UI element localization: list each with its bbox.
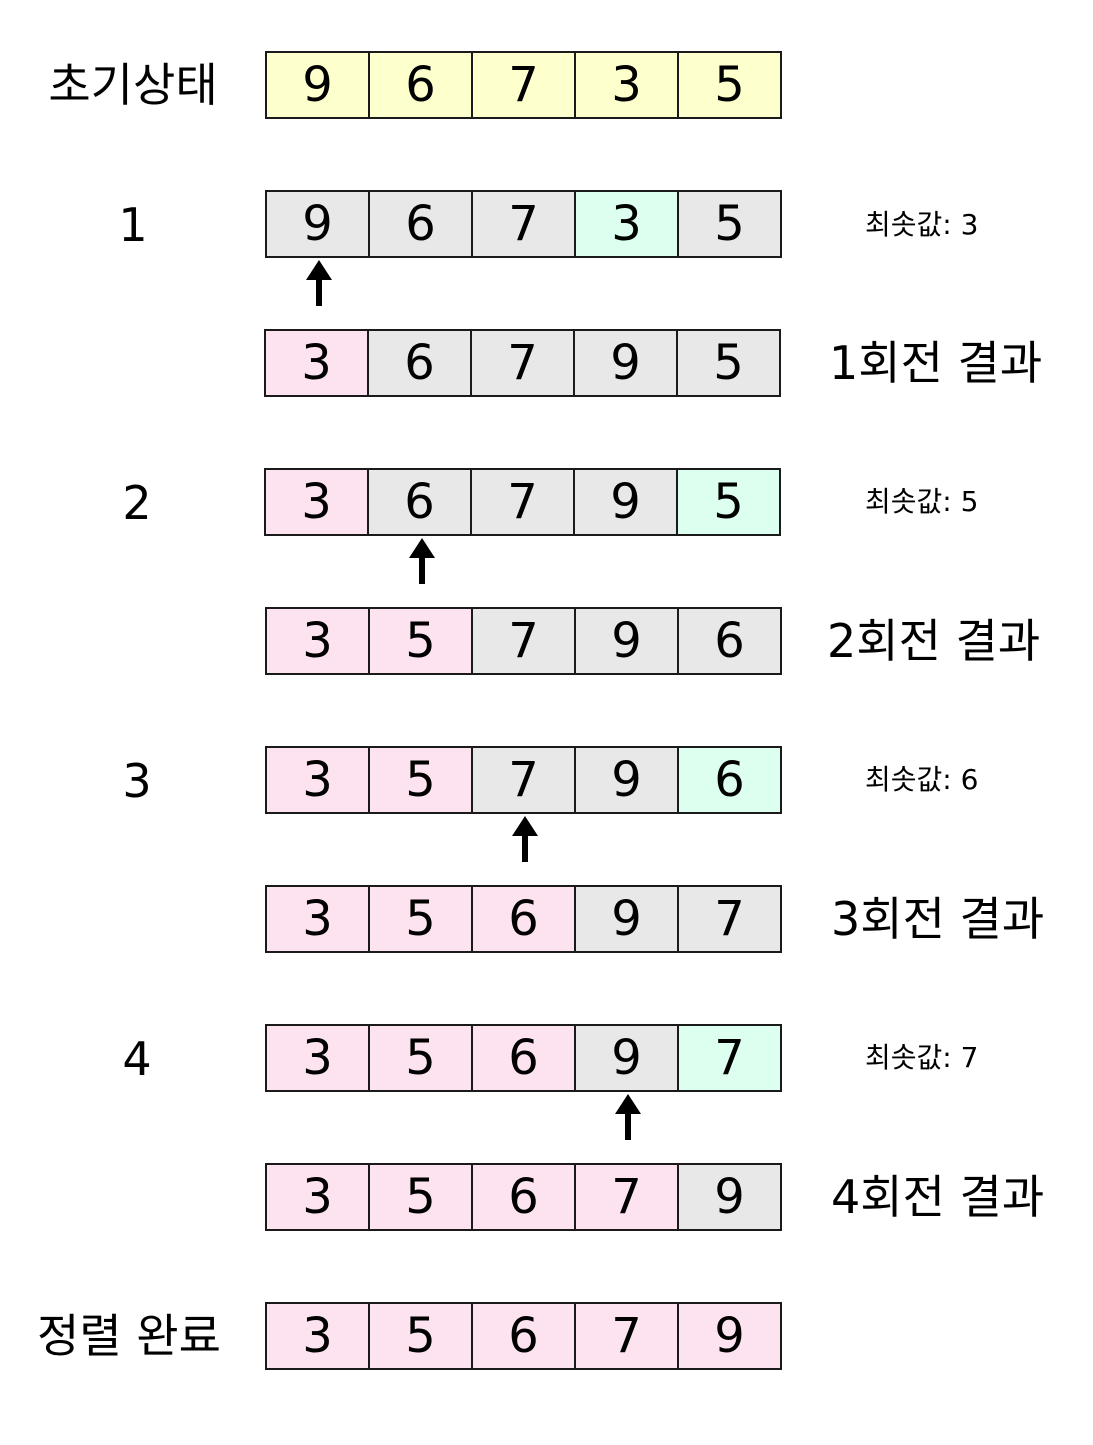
scan-cell: 9	[573, 468, 678, 536]
scan-cell: 5	[676, 468, 781, 536]
pass-number-label: 4	[122, 1032, 152, 1086]
scan-cell: 6	[677, 746, 782, 814]
final-cell: 6	[471, 1302, 576, 1370]
scan-cell: 9	[265, 190, 370, 258]
pass-result-label: 2회전 결과	[827, 614, 1041, 668]
result-cell: 7	[470, 329, 575, 397]
arrow-up-icon	[408, 538, 435, 584]
initial-state-label: 초기상태	[48, 58, 218, 112]
scan-cell: 6	[471, 1024, 576, 1092]
scan-cell: 7	[471, 746, 576, 814]
scan-cell: 7	[470, 468, 575, 536]
pass-scan-array: 3 6 7 9 5	[264, 468, 781, 536]
final-cell: 5	[368, 1302, 473, 1370]
final-cell: 3	[265, 1302, 370, 1370]
arrow-up-icon	[511, 816, 538, 862]
scan-cell: 9	[574, 1024, 679, 1092]
result-cell: 9	[677, 1163, 782, 1231]
initial-cell: 3	[574, 51, 679, 119]
scan-cell: 9	[574, 746, 679, 814]
minimum-value-label: 최솟값: 6	[865, 763, 979, 796]
pass-number-label: 1	[118, 198, 148, 252]
final-cell: 9	[677, 1302, 782, 1370]
pass-result-array: 3 5 6 9 7	[265, 885, 782, 953]
pass-number-label: 3	[122, 754, 152, 808]
initial-cell: 5	[677, 51, 782, 119]
result-cell: 5	[676, 329, 781, 397]
scan-cell: 5	[677, 190, 782, 258]
result-cell: 3	[264, 329, 369, 397]
initial-cell: 9	[265, 51, 370, 119]
pass-number-label: 2	[122, 476, 152, 530]
initial-cell: 7	[471, 51, 576, 119]
scan-cell: 5	[368, 1024, 473, 1092]
scan-cell: 6	[367, 468, 472, 536]
pass-scan-array: 9 6 7 3 5	[265, 190, 782, 258]
result-cell: 5	[368, 1163, 473, 1231]
pass-result-array: 3 5 7 9 6	[265, 607, 782, 675]
result-cell: 9	[573, 329, 678, 397]
minimum-value-label: 최솟값: 3	[865, 208, 979, 241]
pass-result-label: 4회전 결과	[831, 1170, 1045, 1224]
initial-array: 9 6 7 3 5	[265, 51, 782, 119]
pass-scan-array: 3 5 7 9 6	[265, 746, 782, 814]
final-array: 3 5 6 7 9	[265, 1302, 782, 1370]
sort-complete-label: 정렬 완료	[37, 1309, 221, 1363]
result-cell: 9	[574, 607, 679, 675]
scan-cell: 3	[265, 1024, 370, 1092]
scan-cell: 3	[265, 746, 370, 814]
pass-scan-array: 3 5 6 9 7	[265, 1024, 782, 1092]
result-cell: 7	[574, 1163, 679, 1231]
arrow-up-icon	[614, 1094, 641, 1140]
result-cell: 5	[368, 607, 473, 675]
result-cell: 3	[265, 885, 370, 953]
pass-result-label: 3회전 결과	[831, 892, 1045, 946]
scan-cell: 3	[264, 468, 369, 536]
pass-result-array: 3 5 6 7 9	[265, 1163, 782, 1231]
scan-cell: 3	[574, 190, 679, 258]
result-cell: 5	[368, 885, 473, 953]
result-cell: 6	[471, 885, 576, 953]
result-cell: 6	[471, 1163, 576, 1231]
arrow-up-icon	[305, 260, 332, 306]
pass-result-array: 3 6 7 9 5	[264, 329, 781, 397]
result-cell: 6	[367, 329, 472, 397]
final-cell: 7	[574, 1302, 679, 1370]
result-cell: 9	[574, 885, 679, 953]
result-cell: 7	[677, 885, 782, 953]
pass-result-label: 1회전 결과	[829, 336, 1043, 390]
minimum-value-label: 최솟값: 5	[865, 485, 979, 518]
result-cell: 3	[265, 1163, 370, 1231]
minimum-value-label: 최솟값: 7	[865, 1041, 979, 1074]
scan-cell: 7	[677, 1024, 782, 1092]
result-cell: 6	[677, 607, 782, 675]
scan-cell: 7	[471, 190, 576, 258]
result-cell: 3	[265, 607, 370, 675]
scan-cell: 5	[368, 746, 473, 814]
scan-cell: 6	[368, 190, 473, 258]
result-cell: 7	[471, 607, 576, 675]
initial-cell: 6	[368, 51, 473, 119]
